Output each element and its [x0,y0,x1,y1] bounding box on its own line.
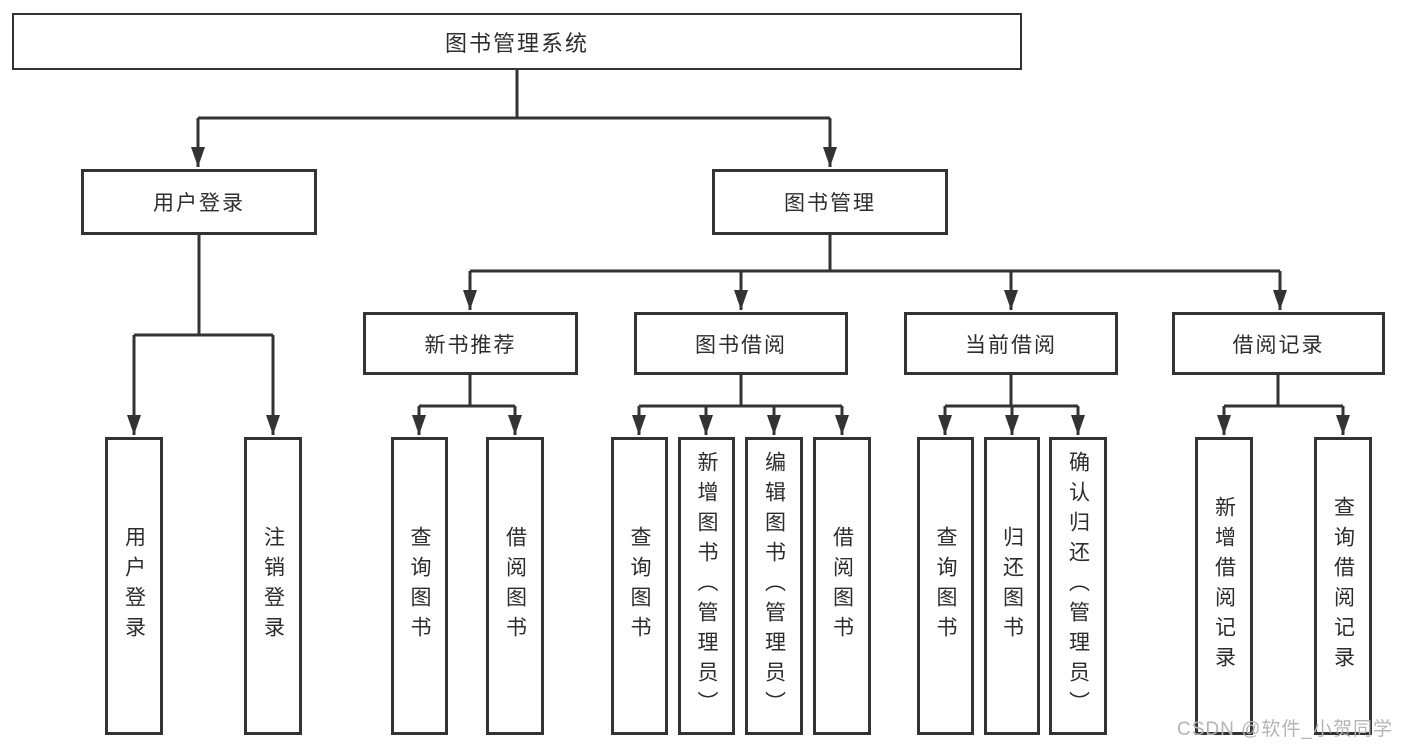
node-current-borrow: 当前借阅 [904,312,1118,375]
leaf-newbook-query-books: 查询图书 [391,437,448,735]
leaf-borrow-query-books: 查询图书 [611,437,668,735]
leaf-records-add-record: 新增借阅记录 [1195,437,1253,735]
leaf-borrow-edit-book-admin: 编辑图书（管理员） [745,437,803,735]
leaf-borrow-add-book-admin: 新增图书（管理员） [678,437,735,735]
node-borrow-records: 借阅记录 [1172,312,1385,375]
leaf-records-query-record: 查询借阅记录 [1314,437,1372,735]
node-library-system: 图书管理系统 [12,13,1022,70]
leaf-user-login: 用户登录 [105,437,163,735]
leaf-borrow-borrow-books: 借阅图书 [813,437,871,735]
leaf-current-confirm-return-admin: 确认归还（管理员） [1049,437,1107,735]
node-new-book-recommend: 新书推荐 [363,312,578,375]
node-user-login: 用户登录 [81,169,317,235]
leaf-current-return-books: 归还图书 [984,437,1040,735]
leaf-logout: 注销登录 [244,437,302,735]
node-book-management: 图书管理 [712,169,948,235]
csdn-watermark: CSDN @软件_小贺同学 [1177,719,1393,740]
leaf-current-query-books: 查询图书 [917,437,974,735]
leaf-newbook-borrow-books: 借阅图书 [486,437,544,735]
node-book-borrow: 图书借阅 [634,312,848,375]
